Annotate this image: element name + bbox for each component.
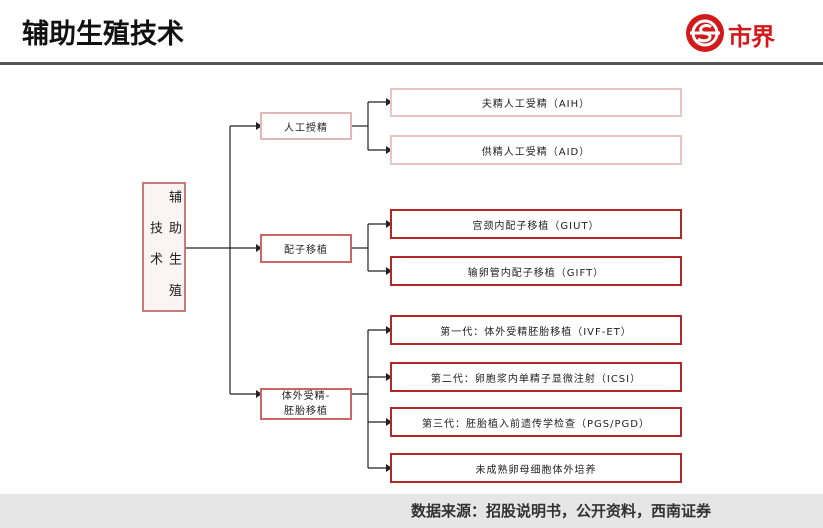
leaf-node-aih: 夫精人工受精（AIH）: [390, 88, 682, 117]
leaf-node-gift: 输卵管内配子移植（GIFT）: [390, 256, 682, 286]
branch-node-artificial-insemination: 人工授精: [260, 112, 352, 140]
leaf-node-giut: 宫颈内配子移植（GIUT）: [390, 209, 682, 239]
connector-lines: [186, 98, 392, 472]
leaf-node-pgs-pgd: 第三代：胚胎植入前遗传学检查（PGS/PGD）: [390, 407, 682, 437]
brand-logo: 市界: [686, 14, 796, 54]
logo-emblem-icon: [686, 14, 724, 52]
page-header: 辅助生殖技术 市界: [0, 0, 823, 65]
header-divider: [0, 62, 823, 65]
page-footer: 数据来源：招股说明书，公开资料，西南证券: [0, 494, 823, 528]
leaf-node-ivm: 未成熟卵母细胞体外培养: [390, 453, 682, 483]
data-source-note: 数据来源：招股说明书，公开资料，西南证券: [410, 502, 711, 520]
logo-wordmark: 市界: [728, 23, 775, 51]
leaf-node-aid: 供精人工受精（AID）: [390, 135, 682, 165]
branch-node-gamete-transfer: 配子移植: [260, 234, 352, 263]
branch-node-ivf-et: 体外受精- 胚胎移植: [260, 388, 352, 420]
page-title: 辅助生殖技术: [22, 19, 184, 50]
root-node: 辅 助 生 殖 技 术: [142, 182, 186, 312]
leaf-node-icsi: 第二代：卵胞浆内单精子显微注射（ICSI）: [390, 362, 682, 392]
leaf-node-ivf-et: 第一代：体外受精胚胎移植（IVF-ET）: [390, 315, 682, 345]
